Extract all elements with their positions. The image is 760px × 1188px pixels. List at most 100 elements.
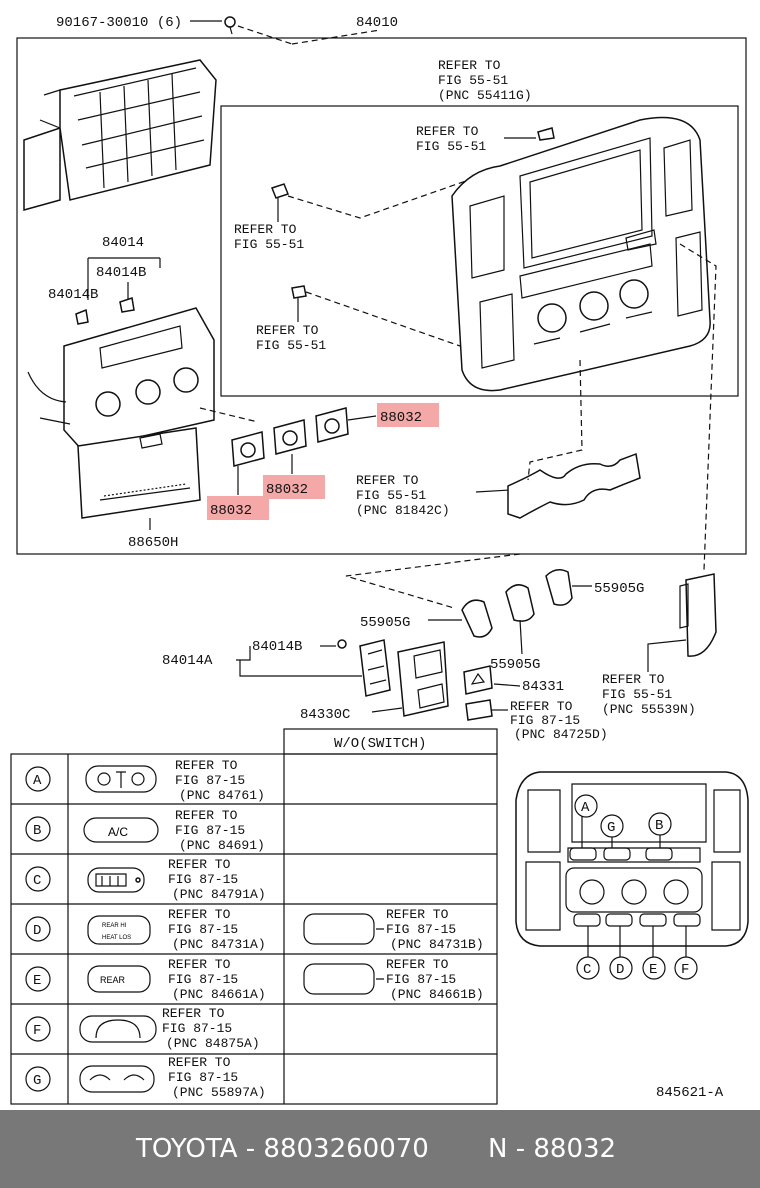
refer-55539n-line2: FIG 55-51: [602, 687, 672, 702]
row-e-ref: REFER TO FIG 87-15 (PNC 84661A): [168, 957, 266, 1002]
refer-a-line1: REFER TO: [416, 124, 479, 139]
highlight-88032-2: [263, 475, 325, 499]
row-e-alt: REFER TO FIG 87-15 (PNC 84661B): [303, 957, 484, 1002]
label-84331: 84331: [522, 679, 564, 695]
label-88032-3: 88032: [210, 503, 252, 519]
refer-81842c-line3: (PNC 81842C): [356, 503, 450, 518]
refer-84725d-line2: FIG 87-15: [510, 713, 580, 728]
label-84014b-3: 84014B: [252, 639, 302, 655]
svg-text:FIG 87-15: FIG 87-15: [168, 922, 238, 937]
footer-bar: TOYOTA - 8803260070 N - 88032: [0, 1110, 760, 1188]
label-88032-2: 88032: [266, 482, 308, 498]
control-panel-face: [77, 427, 201, 519]
switch-assembly: [397, 641, 449, 717]
label-84014: 84014: [102, 235, 144, 251]
parts-diagram: 90167-30010 (6) 84010 REFER TO FIG 55-51…: [10, 15, 749, 1105]
locator-letter-b: B: [648, 812, 672, 848]
svg-text:REFER TO: REFER TO: [168, 957, 231, 972]
locator-letter-a: A: [574, 794, 598, 848]
locator-letter-g: G: [600, 814, 624, 848]
row-letter-d: D: [25, 916, 51, 942]
label-84014b-2: 84014B: [48, 287, 98, 303]
recirc-switch-icon: [85, 765, 157, 793]
row-letter-f: F: [25, 1016, 51, 1042]
svg-text:D: D: [616, 962, 624, 978]
row-letter-e: E: [25, 966, 51, 992]
svg-text:REAR: REAR: [100, 975, 126, 985]
svg-text:REFER TO: REFER TO: [386, 957, 449, 972]
svg-text:FIG 87-15: FIG 87-15: [168, 972, 238, 987]
refer-55411g-line2: FIG 55-51: [438, 73, 508, 88]
svg-text:A: A: [581, 800, 590, 816]
svg-text:F: F: [681, 962, 689, 978]
svg-text:REFER TO: REFER TO: [175, 808, 238, 823]
row-d-alt: REFER TO FIG 87-15 (PNC 84731B): [303, 907, 484, 952]
svg-text:(PNC 84661A): (PNC 84661A): [172, 987, 266, 1002]
svg-text:(PNC 84691): (PNC 84691): [179, 838, 265, 853]
knob-switch-3: [315, 407, 349, 443]
row-c-ref: REFER TO FIG 87-15 (PNC 84791A): [168, 857, 266, 902]
switch-bracket: [359, 639, 391, 697]
ac-switch-icon: A/C: [83, 817, 159, 843]
svg-text:(PNC 84731B): (PNC 84731B): [390, 937, 484, 952]
fan-switch-icon: [79, 1065, 155, 1093]
svg-text:FIG 87-15: FIG 87-15: [175, 823, 245, 838]
svg-text:FIG 87-15: FIG 87-15: [162, 1021, 232, 1036]
garnish-plate: [507, 452, 641, 519]
label-84014a: 84014A: [162, 653, 213, 669]
row-a-ref: REFER TO FIG 87-15 (PNC 84761): [175, 758, 265, 803]
svg-text:B: B: [655, 818, 663, 834]
locator-letter-f: F: [674, 926, 698, 980]
refer-c-line1: REFER TO: [256, 323, 319, 338]
bezel-panel: [451, 116, 711, 392]
svg-text:F: F: [33, 1023, 41, 1039]
refer-81842c-line2: FIG 55-51: [356, 488, 426, 503]
knob-55905g-3: [545, 569, 573, 606]
svg-text:C: C: [33, 873, 41, 889]
assembly-frame: [16, 37, 747, 555]
svg-text:(PNC 84761): (PNC 84761): [179, 788, 265, 803]
screw-label: 90167-30010 (6): [56, 15, 182, 31]
table-header: W/O(SWITCH): [334, 736, 426, 752]
label-88650h: 88650H: [128, 535, 178, 551]
svg-text:REFER TO: REFER TO: [168, 907, 231, 922]
drawing-number: 845621-A: [656, 1085, 724, 1101]
refer-a-line2: FIG 55-51: [416, 139, 486, 154]
svg-text:E: E: [649, 962, 657, 978]
svg-text:(PNC 55897A): (PNC 55897A): [172, 1085, 266, 1100]
svg-text:(PNC 84791A): (PNC 84791A): [172, 887, 266, 902]
knob-55905g-1: [461, 599, 493, 638]
knob-55905g-2: [505, 584, 535, 622]
refer-c-line2: FIG 55-51: [256, 338, 326, 353]
highlight-88032-3: [207, 496, 269, 520]
svg-text:HEAT LOS: HEAT LOS: [102, 935, 131, 941]
svg-text:FIG 87-15: FIG 87-15: [175, 773, 245, 788]
svg-text:REFER TO: REFER TO: [175, 758, 238, 773]
svg-text:A/C: A/C: [108, 825, 128, 839]
rear-defog-switch-icon: [87, 867, 145, 893]
svg-text:(PNC 84875A): (PNC 84875A): [166, 1036, 260, 1051]
footer-pnc: N - 88032: [488, 1134, 617, 1164]
svg-text:B: B: [33, 823, 41, 839]
locator-letter-d: D: [609, 926, 633, 980]
bezel-subframe: [220, 105, 739, 397]
svg-text:D: D: [33, 923, 41, 939]
label-84014b-1: 84014B: [96, 265, 146, 281]
svg-text:(PNC 84731A): (PNC 84731A): [172, 937, 266, 952]
screw-icon: [224, 16, 236, 35]
refer-81842c-line1: REFER TO: [356, 473, 419, 488]
svg-text:FIG 87-15: FIG 87-15: [168, 872, 238, 887]
label-55905g-2: 55905G: [360, 615, 410, 631]
svg-text:REFER TO: REFER TO: [162, 1006, 225, 1021]
clip-icon: [271, 183, 289, 199]
heater-control-board: [27, 307, 215, 451]
svg-text:G: G: [607, 820, 615, 836]
switch-84331: [463, 665, 493, 695]
clip-icon: [537, 127, 555, 141]
svg-text:REFER TO: REFER TO: [168, 857, 231, 872]
front-defog-switch-icon: [79, 1015, 157, 1043]
label-88032-1: 88032: [380, 410, 422, 426]
refer-55539n-line3: (PNC 55539N): [602, 702, 696, 717]
refer-84725d-line3: (PNC 84725D): [514, 727, 608, 742]
svg-text:C: C: [583, 962, 591, 978]
